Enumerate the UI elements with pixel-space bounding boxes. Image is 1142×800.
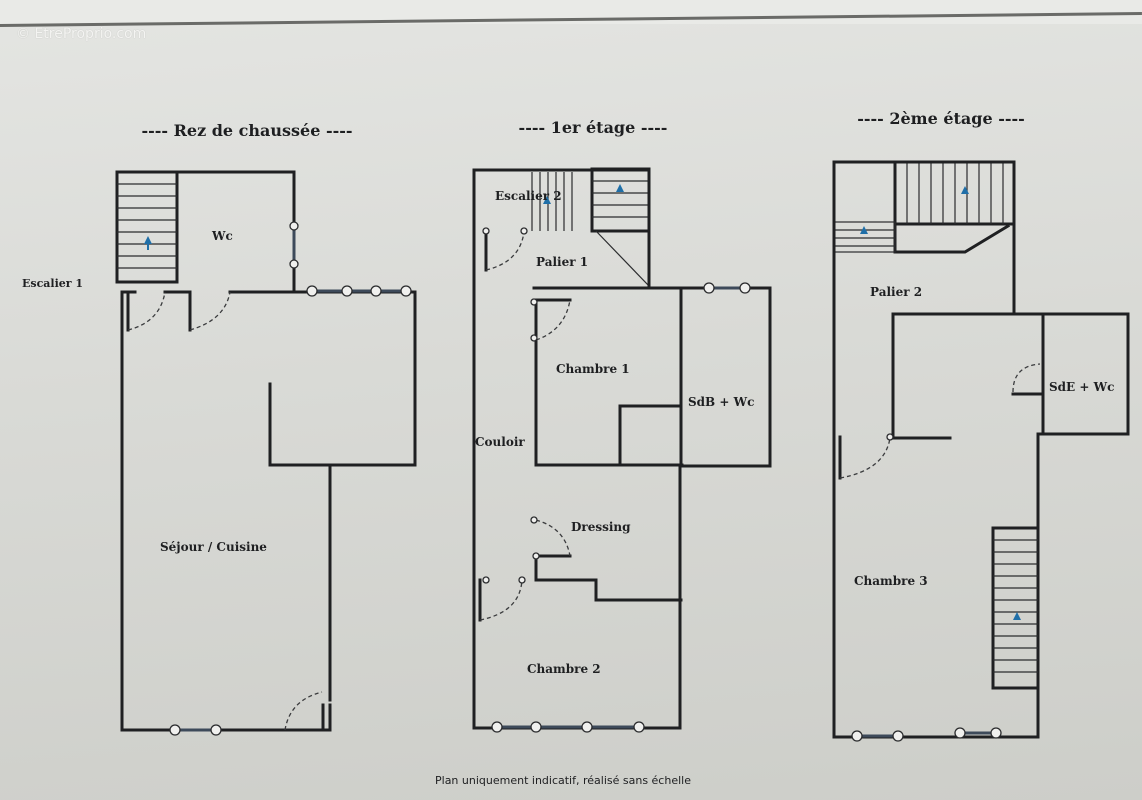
label-bedroom-3: Chambre 3: [854, 574, 928, 588]
label-bedroom-2: Chambre 2: [527, 662, 601, 676]
label-corridor: Couloir: [475, 435, 525, 449]
watermark: © EtreProprio.com: [16, 26, 147, 42]
second-outer-wall: [832, 160, 1130, 739]
label-wc: Wc: [211, 229, 233, 243]
ground-inner-walls: [120, 290, 417, 467]
stair-4-arrow-icon: [1013, 612, 1021, 620]
stair-2-arrow-icon: [616, 184, 624, 192]
ground-floor-title: ---- Rez de chaussée ----: [141, 121, 352, 140]
first-top-walls: [472, 168, 651, 290]
second-door-swings: [839, 363, 1041, 479]
ground-outer-wall: [120, 290, 332, 732]
second-top-walls: [832, 160, 1016, 316]
staircase-1: [115, 170, 179, 284]
first-floor-title: ---- 1er étage ----: [519, 118, 668, 137]
staircase-4: [991, 526, 1040, 690]
first-floor-plan: ---- 1er étage ----: [472, 118, 772, 733]
shower-room-walls: [1011, 312, 1045, 436]
bedroom-1-inner-walls: [532, 298, 684, 467]
bedroom-1-walls: [532, 286, 683, 468]
dressing-walls: [534, 554, 683, 602]
entrance-door-swing: [284, 691, 323, 731]
label-staircase-2: Escalier 2: [495, 189, 562, 203]
ground-floor-plan: ---- Rez de chaussée ----: [22, 121, 417, 736]
label-staircase-1: Escalier 1: [22, 277, 83, 290]
ground-door-swings: [127, 291, 231, 331]
label-bedroom-1: Chambre 1: [556, 362, 630, 376]
ground-door-jambs: [126, 290, 192, 332]
label-dressing: Dressing: [571, 520, 631, 534]
stair-up-arrow-icon: [144, 236, 152, 244]
label-shower-room: SdE + Wc: [1049, 380, 1114, 394]
wc-walls: [175, 170, 296, 294]
label-bathroom: SdB + Wc: [688, 395, 754, 409]
label-living-kitchen: Séjour / Cuisine: [160, 540, 267, 554]
first-outer-wall: [472, 168, 772, 730]
second-floor-title: ---- 2ème étage ----: [857, 109, 1025, 128]
label-landing-2: Palier 2: [870, 285, 922, 299]
label-landing-1: Palier 1: [536, 255, 588, 269]
stair-3-arrow-icon: [961, 186, 969, 194]
staircase-3: [833, 160, 1016, 254]
footnote: Plan uniquement indicatif, réalisé sans …: [435, 774, 691, 787]
first-door-swings: [479, 231, 571, 621]
first-door-jambs: [478, 228, 488, 622]
second-floor-plan: ---- 2ème étage ----: [832, 109, 1130, 742]
